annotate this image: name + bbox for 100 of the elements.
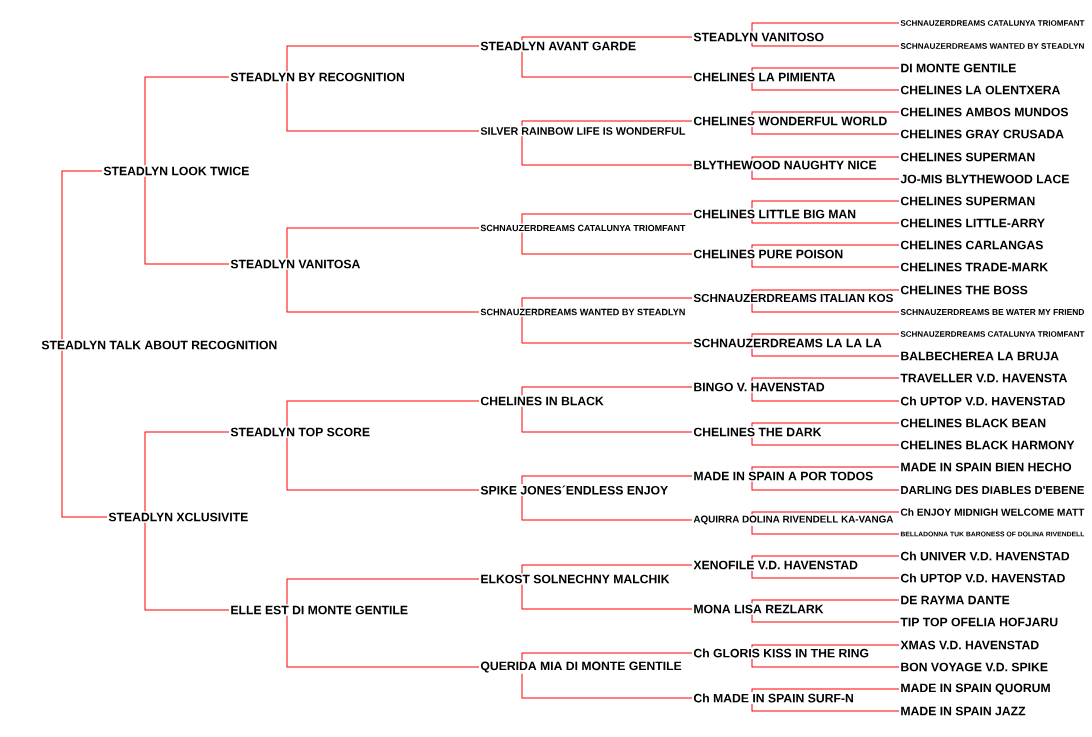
- connector-line: [751, 437, 900, 446]
- connector-line: [521, 673, 693, 699]
- dog-name: STEADLYN BY RECOGNITION: [230, 72, 404, 82]
- dog-name: Ch ENJOY MIDNIGH WELCOME MATT: [900, 508, 1085, 516]
- dog-name: ELKOST SOLNECHNY MALCHIK: [481, 574, 670, 584]
- connector-line: [751, 82, 900, 91]
- connector-line: [751, 481, 900, 491]
- dog-name: BLYTHEWOOD NAUGHTY NICE: [694, 160, 877, 170]
- dog-name: STEADLYN VANITOSA: [230, 259, 360, 269]
- dog-name: DARLING DES DIABLES D'EBENE: [901, 486, 1084, 494]
- dog-name: DE RAYMA DANTE: [901, 595, 1010, 605]
- dog-name: STEADLYN TALK ABOUT RECOGNITION: [41, 340, 277, 350]
- connector-line: [751, 392, 900, 402]
- dog-name: CHELINES GRAY CRUSADA: [900, 129, 1064, 139]
- connector-line: [751, 703, 900, 712]
- connector-line: [751, 570, 900, 579]
- connector-line: [751, 219, 900, 224]
- connector-line: [521, 51, 693, 78]
- dog-name: CHELINES SUPERMAN: [900, 196, 1035, 206]
- connector-line: [751, 348, 900, 357]
- connector-line: [521, 36, 693, 41]
- dog-name: Ch UNIVER V.D. HAVENSTAD: [900, 551, 1070, 561]
- connector-line: [521, 495, 693, 521]
- connector-line: [521, 386, 693, 396]
- connector-line: [521, 564, 693, 574]
- dog-name: SPIKE JONES´ENDLESS ENJOY: [480, 485, 668, 495]
- connector-line: [521, 297, 693, 308]
- connector-line: [521, 584, 693, 610]
- dog-name: CHELINES THE DARK: [693, 427, 822, 437]
- dog-name: TRAVELLER V.D. HAVENSTA: [900, 373, 1068, 383]
- dog-name: SCHNAUZERDREAMS CATALUNYA TRIOMFANT: [900, 331, 1085, 337]
- dog-name: SCHNAUZERDREAMS CATALUNYA TRIOMFANT: [900, 20, 1085, 26]
- connector-line: [286, 82, 480, 132]
- connector-line: [751, 658, 900, 668]
- connector-line: [521, 475, 693, 485]
- dog-name: BON VOYAGE V.D. SPIKE: [901, 662, 1048, 672]
- connector-line: [751, 377, 900, 382]
- connector-line: [751, 688, 900, 693]
- connector-line: [521, 406, 693, 433]
- dog-name: CHELINES CARLANGAS: [900, 240, 1043, 250]
- connector-line: [751, 599, 900, 604]
- dog-name: BALBECHEREA LA BRUJA: [901, 351, 1059, 361]
- dog-name: CHELINES TRADE-MARK: [900, 262, 1049, 272]
- dog-name: STEADLYN LOOK TWICE: [103, 166, 249, 176]
- connector-line: [751, 156, 900, 160]
- connector-line: [751, 42, 900, 47]
- dog-name: ELLE EST DI MONTE GENTILE: [231, 605, 408, 615]
- connector-line: [144, 522, 230, 611]
- connector-line: [751, 466, 900, 471]
- dog-name: SILVER RAINBOW LIFE IS WONDERFUL: [480, 127, 686, 135]
- connector-line: [61, 170, 103, 340]
- dog-name: CHELINES IN BLACK: [480, 396, 604, 406]
- connector-line: [521, 120, 693, 127]
- connector-line: [751, 67, 900, 72]
- dog-name: QUERIDA MIA DI MONTE GENTILE: [480, 661, 682, 673]
- connector-line: [751, 111, 900, 116]
- dog-name: AQUIRRA DOLINA RIVENDELL KA-VANGA: [693, 515, 894, 525]
- connector-line: [521, 316, 693, 344]
- dog-name: STEADLYN TOP SCORE: [230, 427, 370, 437]
- connector-line: [286, 578, 480, 605]
- dog-name: Ch UPTOP V.D. HAVENSTAD: [900, 573, 1065, 583]
- dog-name: MADE IN SPAIN A POR TODOS: [694, 471, 873, 481]
- connector-line: [751, 244, 900, 249]
- connector-line: [751, 259, 900, 268]
- dog-name: MONA LISA REZLARK: [694, 604, 824, 614]
- dog-name: Ch MADE IN SPAIN SURF-N: [693, 693, 853, 703]
- connector-line: [286, 400, 480, 427]
- connector-line: [751, 511, 900, 515]
- connector-line: [521, 135, 693, 166]
- connector-line: [751, 200, 900, 209]
- connector-line: [751, 303, 900, 313]
- connector-line: [144, 176, 230, 265]
- dog-name: CHELINES THE BOSS: [900, 285, 1028, 295]
- connector-line: [61, 350, 108, 518]
- dog-name: DI MONTE GENTILE: [901, 63, 1016, 73]
- connector-line: [521, 232, 693, 255]
- connector-line: [751, 525, 900, 535]
- dog-name: CHELINES WONDERFUL WORLD: [693, 116, 887, 126]
- connector-line: [751, 555, 900, 560]
- dog-name: MADE IN SPAIN JAZZ: [901, 706, 1026, 716]
- dog-name: SCHNAUZERDREAMS ITALIAN KOS: [693, 293, 893, 303]
- dog-name: Ch UPTOP V.D. HAVENSTAD: [900, 396, 1065, 406]
- connector-line: [751, 644, 900, 648]
- dog-name: SCHNAUZERDREAMS WANTED BY STEADLYN: [480, 308, 685, 316]
- dog-name: SCHNAUZERDREAMS LA LA LA: [693, 338, 882, 348]
- connector-line: [521, 652, 693, 661]
- dog-name: CHELINES BLACK BEAN: [900, 418, 1046, 428]
- connector-line: [751, 126, 900, 135]
- dog-name: SCHNAUZERDREAMS WANTED BY STEADLYN: [900, 43, 1084, 49]
- connector-line: [286, 45, 480, 72]
- connector-line: [286, 269, 480, 313]
- dog-name: CHELINES SUPERMAN: [900, 152, 1035, 162]
- connector-line: [144, 431, 230, 512]
- connector-line: [521, 213, 693, 224]
- dog-name: SCHNAUZERDREAMS CATALUNYA TRIOMFANT: [480, 224, 686, 232]
- dog-name: MADE IN SPAIN BIEN HECHO: [901, 462, 1072, 472]
- dog-name: Ch GLORIS KISS IN THE RING: [693, 648, 869, 658]
- dog-name: CHELINES PURE POISON: [693, 249, 843, 259]
- connector-line: [751, 614, 900, 623]
- connector-line: [286, 615, 480, 668]
